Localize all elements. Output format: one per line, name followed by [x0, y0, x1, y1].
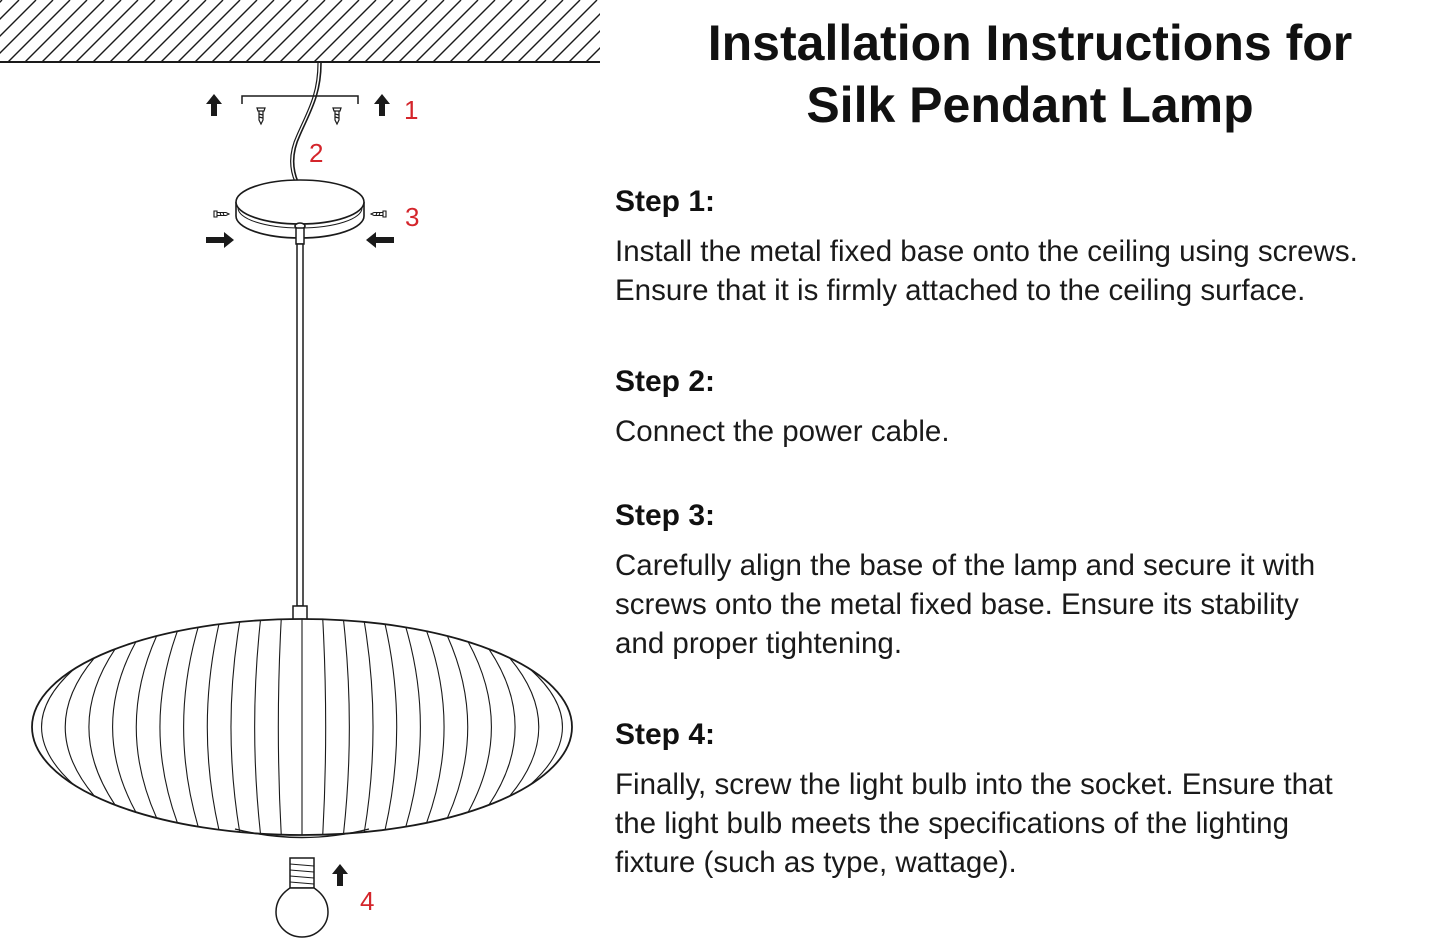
mounting-bracket: [241, 95, 359, 104]
silk-lamp-shade: [31, 618, 573, 839]
step-line: Connect the power cable.: [615, 415, 950, 448]
step-heading: Step 4:: [615, 718, 716, 751]
step-line: and proper tightening.: [615, 627, 903, 660]
step-heading: Step 1:: [615, 185, 716, 218]
step-line: the light bulb meets the specifications …: [615, 807, 1289, 840]
callout-2: 2: [309, 138, 323, 168]
step-2: Step 2: Connect the power cable.: [615, 364, 1445, 451]
step-heading: Step 3:: [615, 499, 716, 532]
step-4: Step 4: Finally, screw the light bulb in…: [615, 717, 1445, 882]
right-arrow-icon: [206, 232, 234, 248]
step-line: Ensure that it is firmly attached to the…: [615, 274, 1306, 307]
up-arrow-icon: [332, 864, 348, 886]
step-line: Carefully align the base of the lamp and…: [615, 549, 1316, 582]
step-line: Install the metal fixed base onto the ce…: [615, 235, 1358, 268]
step-heading: Step 2:: [615, 365, 716, 398]
step-3: Step 3: Carefully align the base of the …: [615, 498, 1445, 663]
light-bulb-icon: [275, 857, 329, 938]
step-description: Carefully align the base of the lamp and…: [615, 546, 1445, 663]
step-line: screws onto the metal fixed base. Ensure…: [615, 588, 1299, 621]
step-1: Step 1: Install the metal fixed base ont…: [615, 184, 1445, 310]
ceiling-hatch: [0, 0, 600, 62]
installation-diagram: 1 2 3 4: [0, 0, 600, 938]
canopy: [235, 179, 365, 239]
left-arrow-icon: [366, 232, 394, 248]
step-description: Connect the power cable.: [615, 412, 1445, 451]
power-cable: [292, 62, 322, 183]
title-line-1: Installation Instructions for: [707, 15, 1353, 71]
step-description: Finally, screw the light bulb into the s…: [615, 765, 1445, 882]
page-title: Installation Instructions for Silk Penda…: [615, 12, 1445, 136]
step-description: Install the metal fixed base onto the ce…: [615, 232, 1445, 310]
mounting-screw-icon: [256, 107, 342, 126]
callout-3: 3: [405, 202, 419, 232]
ceiling: [0, 0, 600, 63]
up-arrow-icon: [206, 94, 390, 116]
step-line: Finally, screw the light bulb into the s…: [615, 768, 1333, 801]
title-line-2: Silk Pendant Lamp: [806, 77, 1254, 133]
pendant-rod: [292, 227, 308, 621]
step-line: fixture (such as type, wattage).: [615, 846, 1017, 879]
side-screw-icons: [213, 210, 387, 218]
callout-4: 4: [360, 886, 374, 916]
callout-1: 1: [404, 95, 418, 125]
